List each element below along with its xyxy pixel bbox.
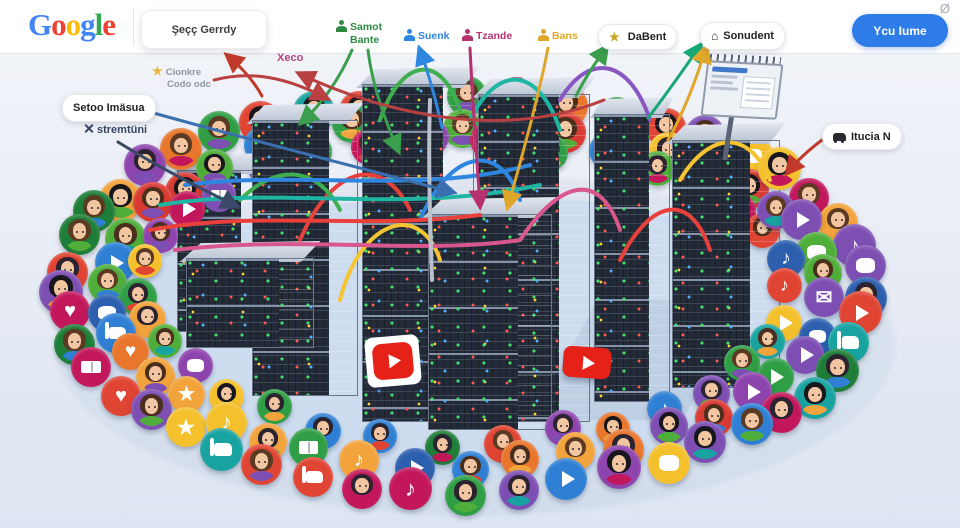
vehicle-icon (833, 132, 846, 143)
user-avatar (750, 324, 785, 359)
sparkle-icon: ★ (609, 30, 620, 44)
play-icon (781, 199, 822, 240)
logo-letter: G (28, 7, 52, 42)
book-icon (202, 178, 236, 212)
settings-icon[interactable]: Ø (939, 1, 950, 16)
play-icon (786, 336, 824, 374)
thumb-up-icon (293, 457, 333, 497)
header-divider (133, 8, 134, 46)
label-cionkre: ★Cionkre Codo odc (152, 64, 211, 90)
user-avatar (731, 403, 773, 445)
play-triangle-icon (582, 355, 595, 371)
user-avatar (241, 444, 282, 485)
label-suenk: Suenk (404, 29, 450, 43)
play-icon (169, 191, 205, 227)
thumb-up-icon (200, 428, 243, 471)
person-icon (462, 29, 473, 41)
star-icon: ★ (168, 376, 205, 413)
user-avatar (257, 389, 292, 424)
logo-letter: e (102, 7, 116, 42)
youtube-tile-button[interactable] (363, 333, 423, 389)
chip-setoo[interactable]: Setoo Imäsua (62, 94, 156, 122)
user-avatar (499, 470, 539, 510)
home-icon: ⌂ (711, 29, 719, 43)
user-avatar (745, 213, 780, 248)
star-icon: ★ (166, 407, 206, 447)
speech-bubble-icon (648, 442, 690, 484)
user-avatar (59, 214, 100, 255)
star-icon: ★ (152, 64, 163, 78)
logo-letter: o (65, 7, 81, 42)
user-avatar (684, 421, 726, 463)
logo-letter: g (80, 7, 95, 42)
primary-button[interactable]: Ycu Iume (852, 14, 948, 47)
mini-ui-panel (700, 60, 784, 120)
mini-ui-card (739, 76, 776, 110)
chip-itucia[interactable]: Itucia N (822, 123, 902, 150)
mail-icon: ✉ (804, 277, 844, 317)
header-bar: Google Şeçç Gerrdy (0, 0, 960, 54)
cross-icon (84, 124, 93, 133)
user-avatar (816, 349, 859, 392)
server-rack (421, 197, 559, 430)
chip-dabent[interactable]: ★ DaBent (598, 24, 678, 50)
label-bans: Bans (538, 29, 578, 43)
user-avatar (148, 324, 182, 358)
user-avatar (133, 182, 173, 222)
user-avatar (124, 144, 166, 186)
search-input[interactable]: Şeçç Gerrdy (141, 10, 267, 49)
book-icon (71, 347, 111, 387)
play-icon (545, 458, 587, 500)
user-avatar (363, 419, 397, 453)
speech-bubble-icon (845, 245, 886, 286)
user-avatar (342, 469, 382, 509)
google-logo: Google (28, 7, 116, 43)
person-icon (538, 29, 549, 41)
youtube-play-icon (371, 341, 415, 381)
mini-ui-header (712, 66, 748, 74)
label-xeco: Xeco (277, 52, 304, 64)
user-avatar (131, 389, 172, 430)
label-samot: Samot Bante (336, 20, 382, 47)
chip-sonudent[interactable]: ⌂ Sonudent (700, 22, 785, 50)
user-avatar (198, 111, 240, 153)
logo-letter: l (94, 7, 104, 42)
user-avatar (597, 445, 641, 489)
label-stremtuni: stremtüni (84, 124, 147, 138)
mini-browser-billboard (700, 53, 784, 120)
music-note-icon: ♪ (767, 268, 802, 303)
user-avatar (128, 244, 162, 278)
user-avatar (445, 475, 486, 516)
music-note-icon: ♪ (389, 467, 432, 510)
person-icon (336, 20, 347, 32)
user-avatar (650, 407, 688, 445)
youtube-play-button[interactable] (561, 345, 613, 380)
person-icon (404, 29, 415, 41)
label-tzande: Tzande (462, 29, 512, 43)
logo-letter: o (51, 7, 66, 42)
server-rack (179, 241, 321, 348)
